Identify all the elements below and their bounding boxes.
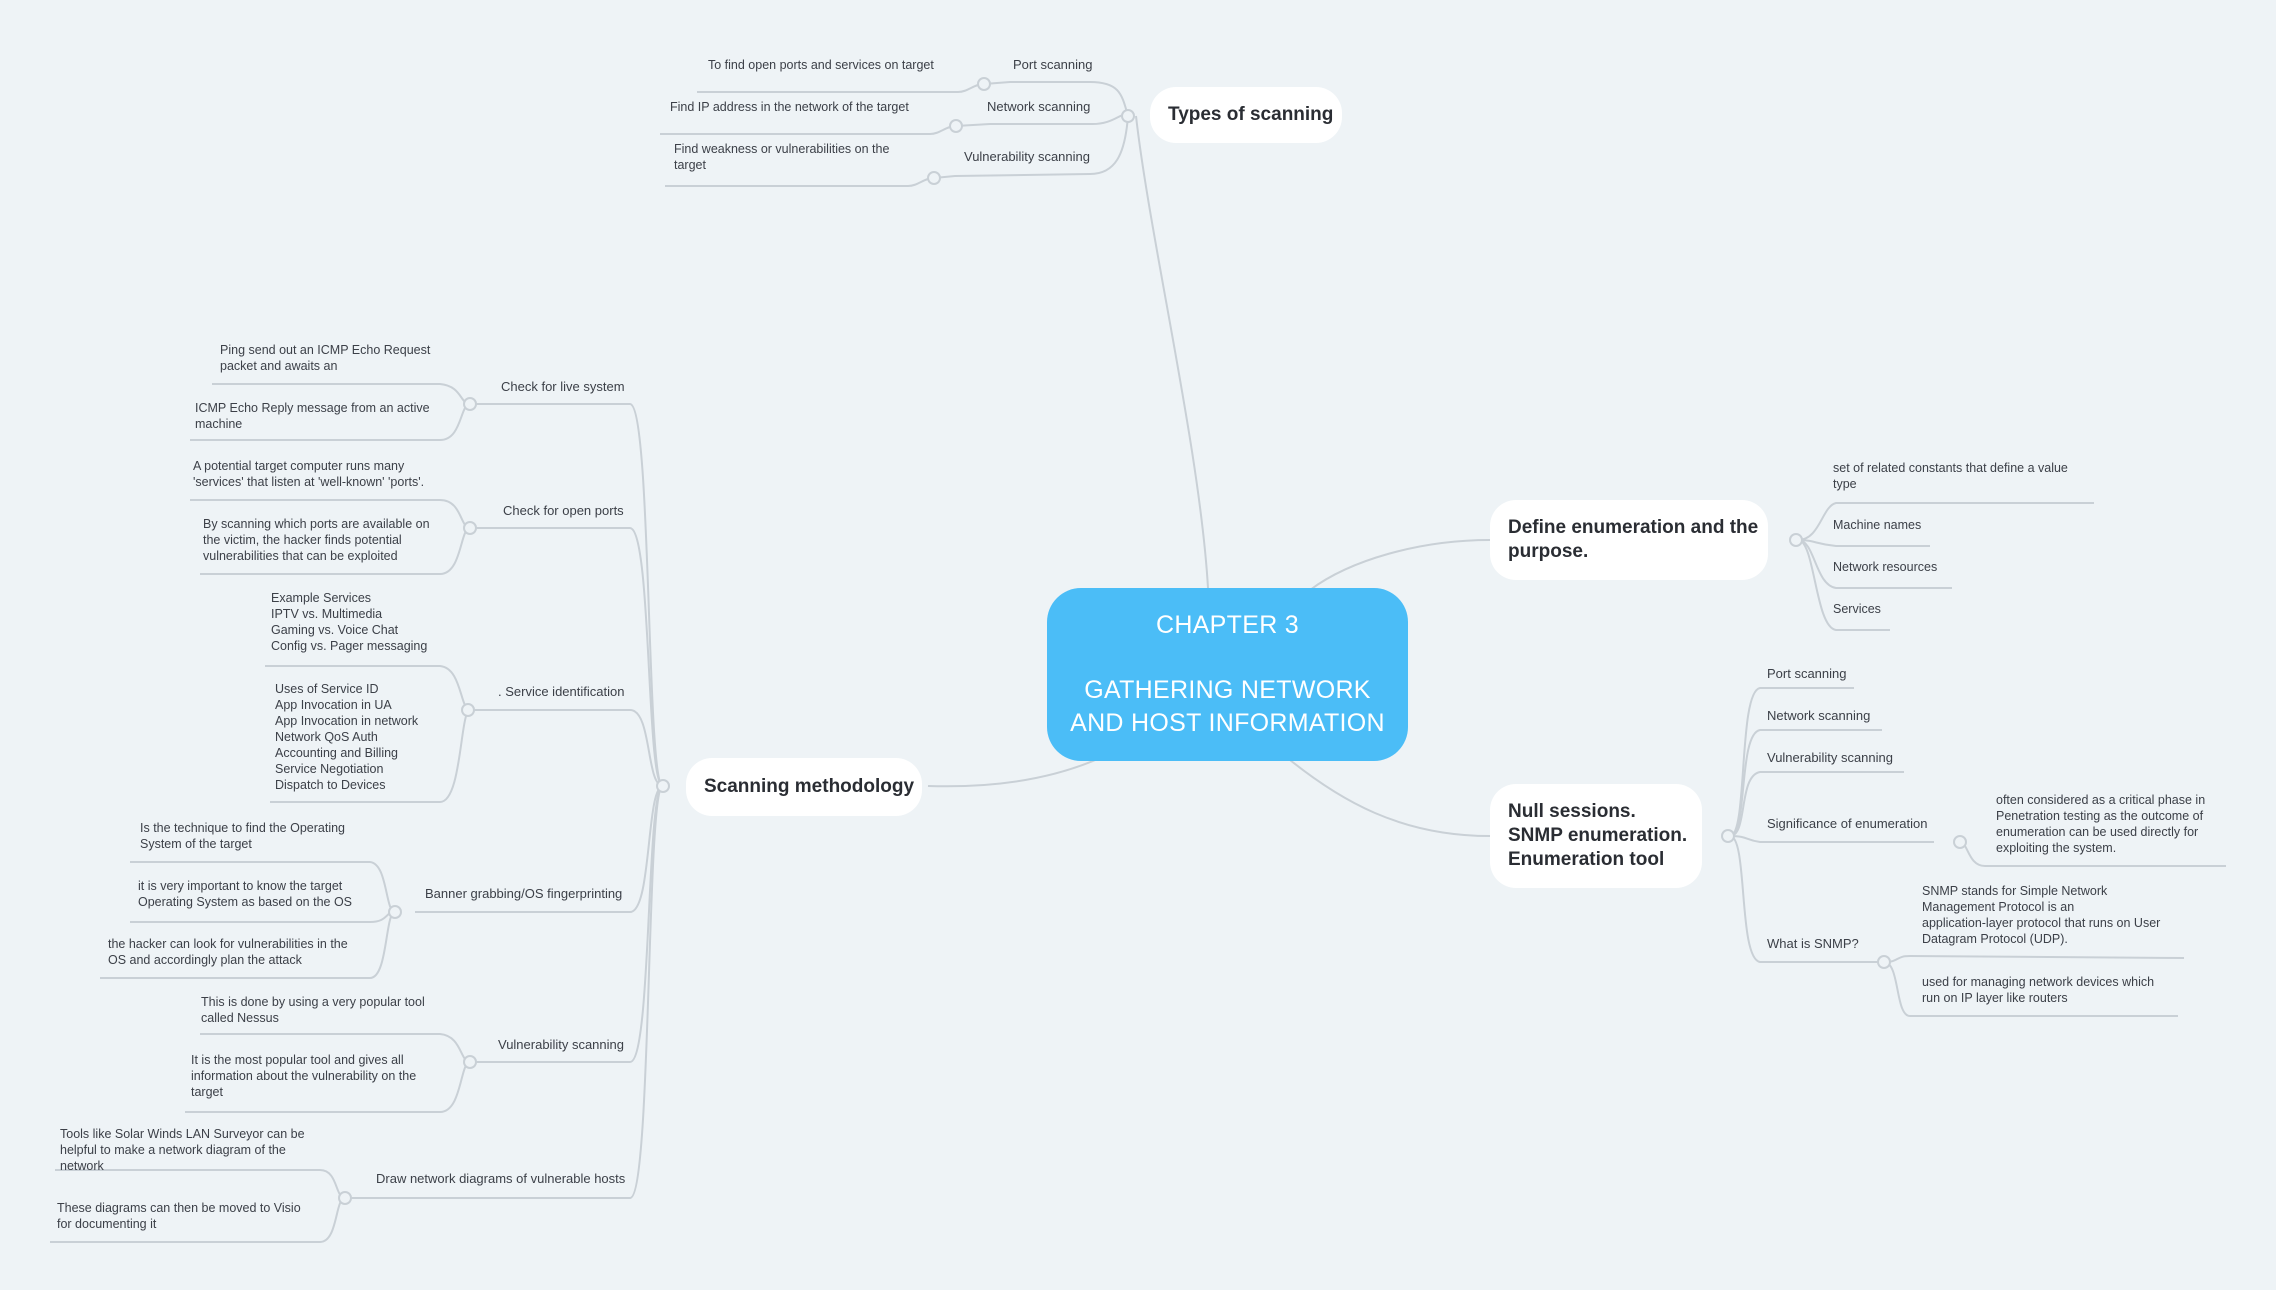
central-title: CHAPTER 3	[1155, 611, 1299, 639]
topic-null-line-2: SNMP enumeration.	[1508, 825, 1688, 846]
open-ports-detail-1[interactable]: A potential target computer runs many 's…	[193, 459, 425, 489]
types-item-vulnerability[interactable]: Vulnerability scanning	[964, 149, 1090, 164]
types-detail-network[interactable]: Find IP address in the network of the ta…	[670, 100, 909, 114]
topic-null-line-3: Enumeration tool	[1508, 849, 1665, 870]
null-item-what-is-snmp[interactable]: What is SNMP?	[1767, 936, 1859, 951]
banner-detail-1[interactable]: Is the technique to find the Operating S…	[140, 821, 345, 851]
vuln-scan-detail-1[interactable]: This is done by using a very popular too…	[201, 995, 425, 1025]
types-item-network[interactable]: Network scanning	[987, 99, 1091, 114]
vuln-scan-detail-2[interactable]: It is the most popular tool and gives al…	[191, 1053, 417, 1099]
define-item-network-resources[interactable]: Network resources	[1833, 560, 1938, 574]
live-system-detail-1[interactable]: Ping send out an ICMP Echo Request packe…	[220, 343, 431, 373]
method-item-open-ports[interactable]: Check for open ports	[503, 503, 624, 518]
method-item-service-identification[interactable]: . Service identification	[498, 684, 625, 699]
diagram-detail-1[interactable]: Tools like Solar Winds LAN Surveyor can …	[60, 1127, 305, 1173]
topic-define-line-1: Define enumeration and the	[1508, 517, 1759, 538]
types-detail-port[interactable]: To find open ports and services on targe…	[708, 58, 934, 72]
topic-scanning-methodology[interactable]: Scanning methodology	[686, 758, 922, 816]
central-topic[interactable]: CHAPTER 3 GATHERING NETWORK AND HOST INF…	[1047, 588, 1408, 761]
define-item-constants[interactable]: set of related constants that define a v…	[1833, 461, 2068, 491]
define-item-machine-names[interactable]: Machine names	[1833, 518, 1922, 532]
method-item-live-system[interactable]: Check for live system	[501, 379, 625, 394]
method-item-network-diagrams[interactable]: Draw network diagrams of vulnerable host…	[376, 1171, 626, 1186]
topic-null-line-1: Null sessions.	[1508, 801, 1636, 822]
null-item-port-scanning[interactable]: Port scanning	[1767, 666, 1847, 681]
banner-detail-3[interactable]: the hacker can look for vulnerabilities …	[108, 937, 348, 967]
topic-method-label: Scanning methodology	[704, 776, 915, 797]
snmp-usage[interactable]: used for managing network devices which …	[1922, 975, 2155, 1005]
null-item-network-scanning[interactable]: Network scanning	[1767, 708, 1871, 723]
snmp-definition[interactable]: SNMP stands for Simple Network Managemen…	[1922, 884, 2161, 946]
significance-detail[interactable]: often considered as a critical phase in …	[1996, 793, 2206, 855]
types-item-port[interactable]: Port scanning	[1013, 57, 1093, 72]
types-detail-vulnerability[interactable]: Find weakness or vulnerabilities on the …	[674, 142, 890, 172]
null-item-significance[interactable]: Significance of enumeration	[1767, 816, 1928, 831]
topic-types-of-scanning[interactable]: Types of scanning	[1150, 87, 1342, 143]
define-item-services[interactable]: Services	[1833, 602, 1881, 616]
method-item-banner-grabbing[interactable]: Banner grabbing/OS fingerprinting	[425, 886, 623, 901]
banner-detail-2[interactable]: it is very important to know the target …	[138, 879, 353, 909]
live-system-detail-2[interactable]: ICMP Echo Reply message from an active m…	[195, 401, 430, 431]
diagram-detail-2[interactable]: These diagrams can then be moved to Visi…	[57, 1201, 301, 1231]
topic-define-enumeration[interactable]: Define enumeration and the purpose.	[1490, 500, 1768, 580]
null-item-vulnerability-scanning[interactable]: Vulnerability scanning	[1767, 750, 1893, 765]
central-subtitle-line-1: GATHERING NETWORK	[1084, 676, 1371, 704]
topic-types-label: Types of scanning	[1168, 104, 1334, 125]
service-id-uses[interactable]: Uses of Service ID App Invocation in UA …	[275, 682, 419, 792]
open-ports-detail-2[interactable]: By scanning which ports are available on…	[203, 517, 430, 563]
topic-null-sessions[interactable]: Null sessions. SNMP enumeration. Enumera…	[1490, 784, 1702, 888]
topic-define-line-2: purpose.	[1508, 541, 1589, 562]
central-subtitle-line-2: AND HOST INFORMATION	[1070, 709, 1385, 737]
service-id-examples[interactable]: Example Services IPTV vs. Multimedia Gam…	[271, 591, 428, 653]
method-item-vulnerability-scanning[interactable]: Vulnerability scanning	[498, 1037, 624, 1052]
